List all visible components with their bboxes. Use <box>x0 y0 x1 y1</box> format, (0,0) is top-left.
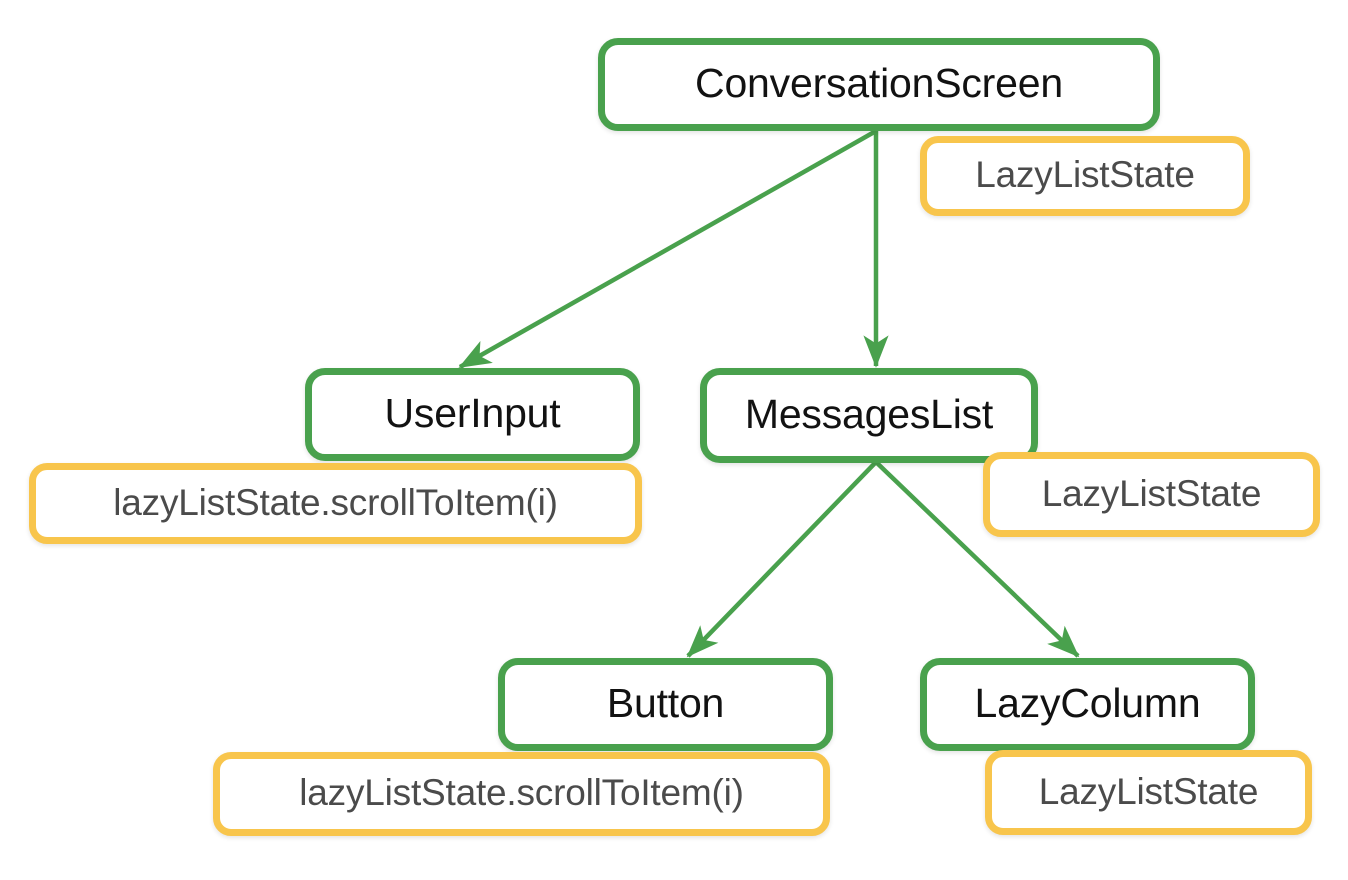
node-button-label: Button <box>606 679 725 726</box>
node-userinput-label: UserInput <box>384 389 561 436</box>
edge-conversationscreen-to-userinput <box>458 129 878 369</box>
state-node-lazycolumn-label: LazyListState <box>1038 770 1259 812</box>
node-conversationscreen-label: ConversationScreen <box>695 59 1063 106</box>
edge-messageslist-to-button <box>686 460 878 658</box>
state-node-conversationscreen-label: LazyListState <box>975 154 1195 195</box>
node-lazycolumn-label: LazyColumn <box>974 679 1201 726</box>
state-node-userinput-scrolltoitem[interactable]: lazyListState.scrollToItem(i) <box>29 463 642 544</box>
state-node-lazycolumn-lazyliststate[interactable]: LazyListState <box>985 750 1312 835</box>
node-messageslist-label: MessagesList <box>744 390 994 437</box>
state-node-button-scrolltoitem[interactable]: lazyListState.scrollToItem(i) <box>213 752 830 836</box>
state-node-messageslist-label: LazyListState <box>1041 472 1262 514</box>
state-node-conversationscreen-lazyliststate[interactable]: LazyListState <box>920 136 1250 216</box>
node-messageslist[interactable]: MessagesList <box>700 368 1038 463</box>
state-node-userinput-label: lazyListState.scrollToItem(i) <box>113 481 558 523</box>
state-node-messageslist-lazyliststate[interactable]: LazyListState <box>983 452 1320 537</box>
node-lazycolumn[interactable]: LazyColumn <box>920 658 1255 751</box>
node-conversationscreen[interactable]: ConversationScreen <box>598 38 1160 131</box>
node-userinput[interactable]: UserInput <box>305 368 640 461</box>
node-button[interactable]: Button <box>498 658 833 751</box>
state-node-button-label: lazyListState.scrollToItem(i) <box>299 772 744 813</box>
